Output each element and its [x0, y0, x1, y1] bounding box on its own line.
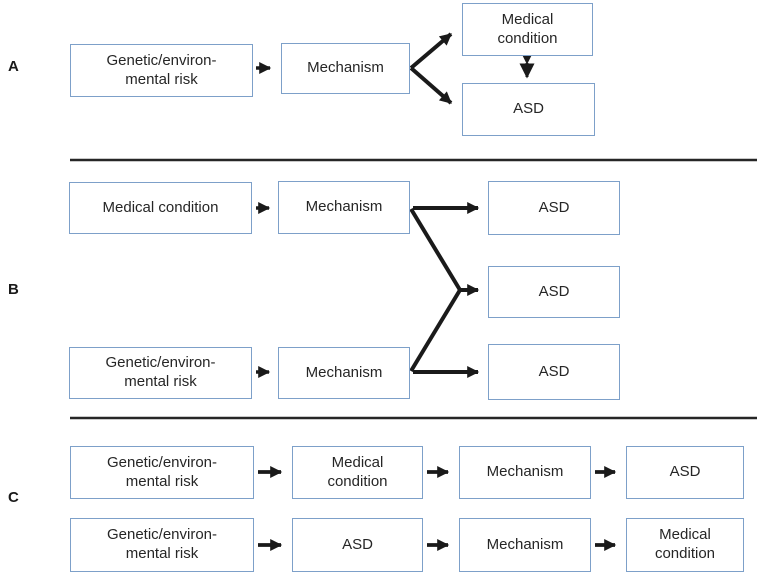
line-b-mechanism-bottom-to-junction [409, 288, 462, 373]
box-b-genetic-environmental-risk: Genetic/environ- mental risk [69, 347, 252, 399]
panel-c-label: C [8, 489, 19, 506]
box-b-asd-bottom: ASD [488, 344, 620, 400]
box-a-mechanism: Mechanism [281, 43, 410, 94]
box-c2-medical-condition: Medical condition [626, 518, 744, 572]
box-b-mechanism-bottom: Mechanism [278, 347, 410, 399]
arrow-a-mechanism-to-asd [409, 66, 453, 105]
box-a-medical-condition: Medical condition [462, 3, 593, 56]
box-c1-medical-condition: Medical condition [292, 446, 423, 499]
box-a-asd: ASD [462, 83, 595, 136]
panel-a-label: A [8, 58, 19, 75]
box-c2-genetic-environmental-risk: Genetic/environ- mental risk [70, 518, 254, 572]
line-b-mechanism-top-to-junction [409, 207, 462, 292]
box-c2-mechanism: Mechanism [459, 518, 591, 572]
box-c1-genetic-environmental-risk: Genetic/environ- mental risk [70, 446, 254, 499]
box-c1-asd: ASD [626, 446, 744, 499]
panel-b-label: B [8, 281, 19, 298]
box-b-mechanism-top: Mechanism [278, 181, 410, 234]
box-c1-mechanism: Mechanism [459, 446, 591, 499]
box-a-genetic-environmental-risk: Genetic/environ- mental risk [70, 44, 253, 97]
box-b-medical-condition: Medical condition [69, 182, 252, 234]
box-c2-asd: ASD [292, 518, 423, 572]
box-b-asd-middle: ASD [488, 266, 620, 318]
box-b-asd-top: ASD [488, 181, 620, 235]
arrow-a-mechanism-to-medical [409, 32, 453, 70]
